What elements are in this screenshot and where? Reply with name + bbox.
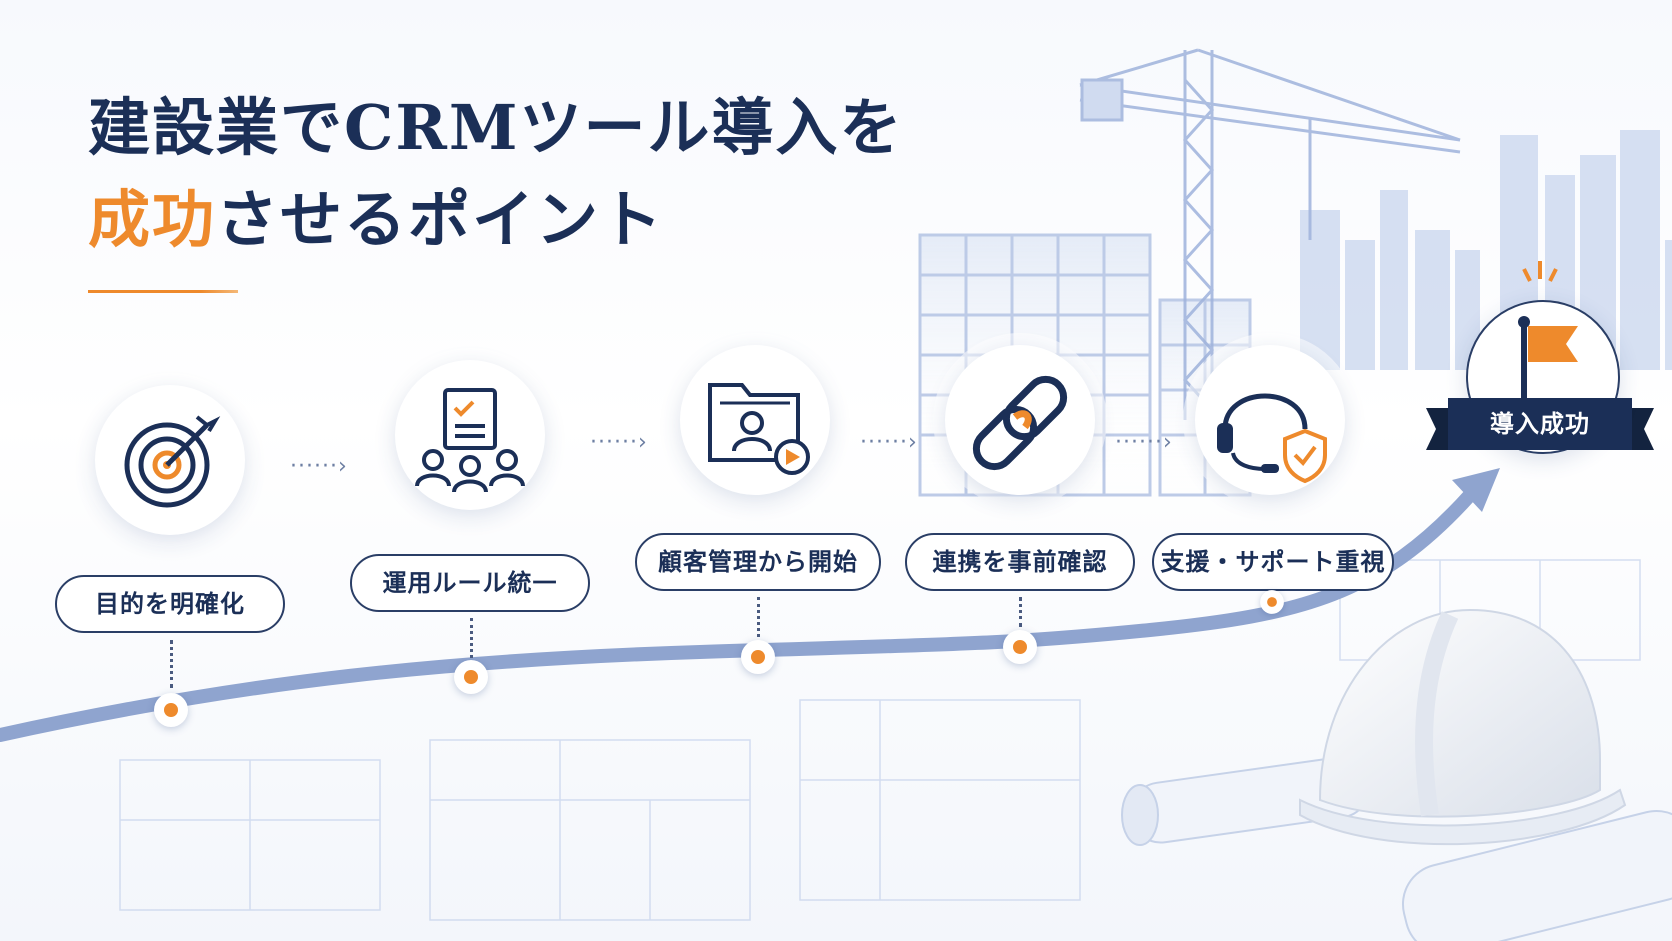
step-1-path-marker: [154, 693, 188, 727]
step-4-arrow: ······›: [1115, 430, 1173, 455]
title-line-1: 建設業でCRMツール導入を: [88, 91, 904, 164]
title-line-2: 成功させるポイント: [88, 174, 904, 266]
growth-arrowhead: [1452, 468, 1500, 512]
step-2-icon-circle: [395, 360, 545, 510]
step-2-path-marker: [454, 660, 488, 694]
growth-path: [0, 488, 1477, 742]
step-1-arrow: ······›: [290, 454, 348, 479]
step-1-label: 目的を明確化: [55, 575, 285, 633]
customer-folder-icon: [708, 383, 810, 475]
headset-shield-icon: [1217, 393, 1327, 484]
title-underline: [88, 290, 238, 293]
hard-hat-illustration: [1299, 608, 1627, 846]
step-3-path-marker: [741, 640, 775, 674]
team-checklist-icon: [415, 388, 525, 493]
step-1-icon-circle: [95, 385, 245, 535]
step-3-arrow: ······›: [860, 430, 918, 455]
page-title: 建設業でCRMツール導入を 成功させるポイント: [88, 82, 904, 266]
step-3-connector: [757, 597, 760, 637]
step-2-connector: [470, 618, 473, 658]
rolled-blueprints: [1121, 756, 1672, 941]
step-2-arrow: ······›: [590, 430, 648, 455]
step-5-label: 支援・サポート重視: [1152, 533, 1394, 591]
title-rest-text: させるポイント: [216, 183, 665, 256]
step-4-path-marker: [1003, 630, 1037, 664]
step-5-path-marker: [1260, 590, 1284, 614]
target-icon: [124, 415, 221, 508]
link-icon: [972, 375, 1068, 471]
title-accent-text: 成功: [88, 183, 217, 256]
step-4-label: 連携を事前確認: [905, 533, 1135, 591]
crane: [1079, 48, 1461, 420]
step-4-connector: [1019, 597, 1022, 627]
flag-icon: [1518, 316, 1578, 412]
goal-banner: 導入成功: [1426, 398, 1654, 450]
step-5-icon-circle: [1195, 345, 1345, 495]
step-4-icon-circle: [945, 345, 1095, 495]
step-3-icon-circle: [680, 345, 830, 495]
step-3-label: 顧客管理から開始: [635, 533, 881, 591]
step-2-label: 運用ルール統一: [350, 554, 590, 612]
step-1-connector: [170, 640, 173, 688]
goal-burst-icon: [1510, 255, 1570, 285]
